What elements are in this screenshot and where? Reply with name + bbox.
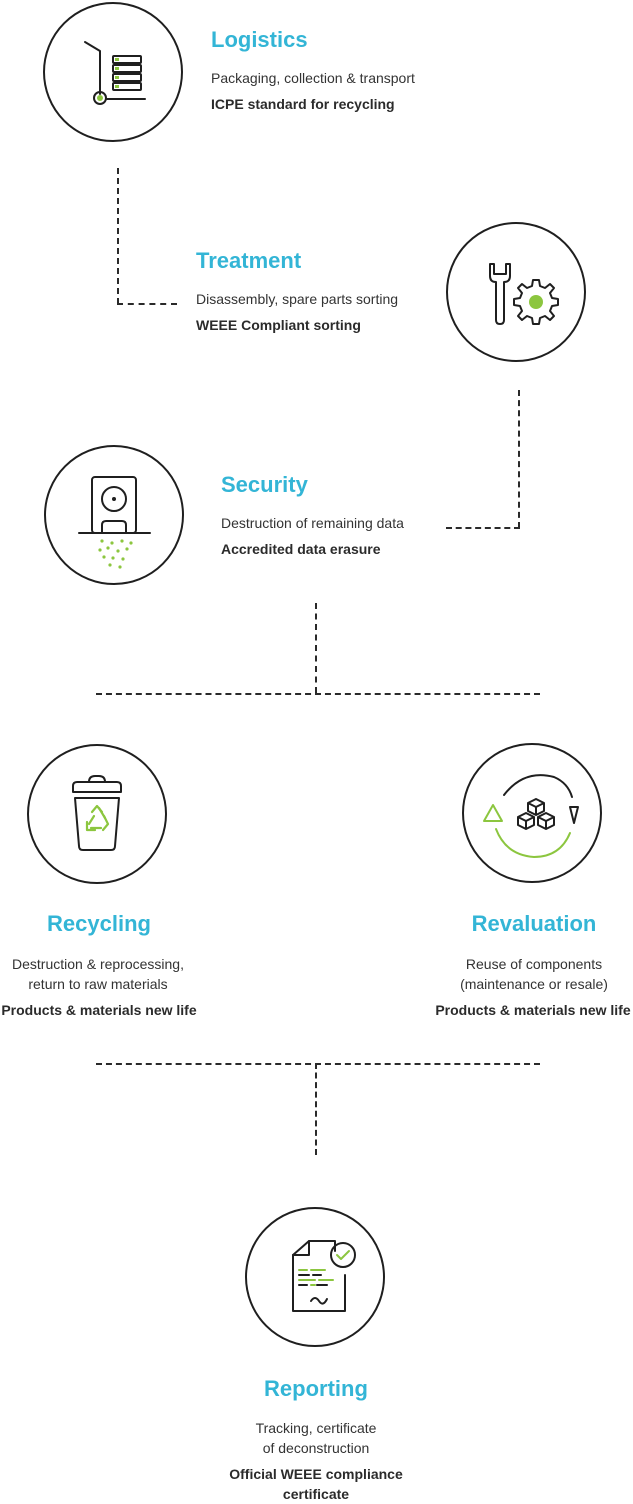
connector-logistics-to-treatment <box>117 303 177 305</box>
reporting-circle <box>245 1207 385 1347</box>
revaluation-title: Revaluation <box>471 911 597 936</box>
connector-treatment-to-security <box>446 527 520 529</box>
logistics-circle <box>43 2 183 142</box>
connector-split-line <box>96 693 540 695</box>
reporting-outcome-line1: Official WEEE compliance <box>229 1466 403 1482</box>
connector-treatment-down <box>518 390 520 528</box>
certificate-document-icon <box>292 1240 356 1312</box>
gear-center <box>529 295 543 309</box>
treatment-description: Disassembly, spare parts sorting <box>196 291 399 307</box>
security-title: Security <box>221 472 308 497</box>
recycle-bin-icon <box>72 775 122 851</box>
recycling-description-line1: Destruction & reprocessing, <box>12 956 184 972</box>
connector-merge-line <box>96 1063 540 1065</box>
cubes-cycle-icon <box>483 774 579 858</box>
revaluation-outcome: Products & materials new life <box>435 1002 631 1018</box>
wrench-gear-icon <box>489 263 559 325</box>
logistics-description: Packaging, collection & transport <box>211 70 415 86</box>
logistics-standard: ICPE standard for recycling <box>211 96 395 112</box>
treatment-circle <box>446 222 586 362</box>
revaluation-circle <box>462 743 602 883</box>
reporting-description-line2: of deconstruction <box>262 1440 370 1456</box>
recycling-title: Recycling <box>47 911 151 936</box>
reporting-description-line1: Tracking, certificate <box>255 1420 377 1436</box>
reporting-outcome-line2: certificate <box>282 1486 350 1502</box>
reporting-title: Reporting <box>264 1376 368 1401</box>
logistics-title: Logistics <box>211 27 308 52</box>
connector-merge-down <box>315 1063 317 1155</box>
revaluation-description-line1: Reuse of components <box>465 956 603 972</box>
hard-drive-shredder-icon <box>78 476 151 569</box>
treatment-title: Treatment <box>196 248 302 273</box>
recycling-outcome: Products & materials new life <box>1 1002 197 1018</box>
hand-truck-icon <box>84 41 146 105</box>
connector-security-down <box>315 603 317 693</box>
security-circle <box>44 445 184 585</box>
recycling-description-line2: return to raw materials <box>28 976 168 992</box>
security-standard: Accredited data erasure <box>221 541 381 557</box>
treatment-standard: WEEE Compliant sorting <box>196 317 361 333</box>
revaluation-description-line2: (maintenance or resale) <box>460 976 608 992</box>
recycling-circle <box>27 744 167 884</box>
connector-logistics-down <box>117 168 119 304</box>
security-description: Destruction of remaining data <box>221 515 404 531</box>
